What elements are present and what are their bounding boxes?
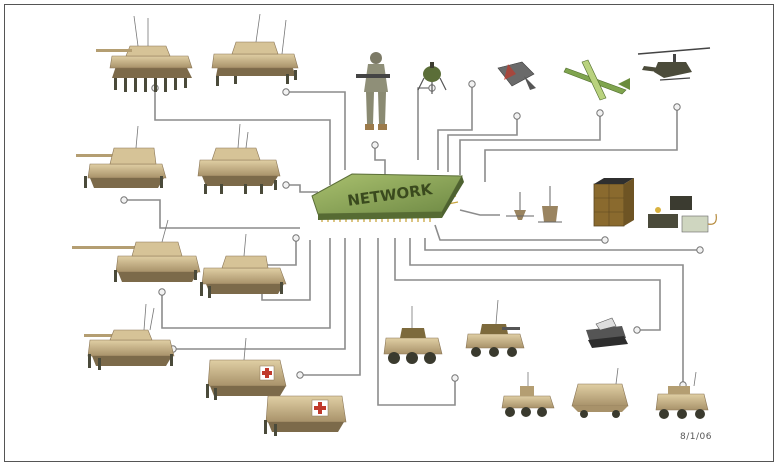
unattended-sensors-icon <box>506 186 562 223</box>
wire-uav <box>447 116 518 172</box>
armed-ugv-icon <box>383 306 443 364</box>
mortar-vehicle-icon <box>200 233 287 298</box>
wire-mortar <box>161 238 331 329</box>
wire-control <box>424 238 700 251</box>
wire-medical-2 <box>377 238 456 406</box>
date-code: 8/1/06 <box>680 432 712 442</box>
wire-recon <box>173 238 346 350</box>
wire-tank-1 <box>154 88 331 185</box>
mule-ugv-icon <box>571 367 629 418</box>
ground-sensor-icon <box>417 62 447 94</box>
wire-launch <box>434 224 605 241</box>
transport-ugv-icon <box>655 371 709 419</box>
helicopter-icon <box>637 47 711 81</box>
howitzer-icon <box>76 125 167 188</box>
wire-missile <box>437 84 473 170</box>
recon-vehicle-icon <box>84 303 175 370</box>
soldier-icon <box>356 52 390 130</box>
loitering-munition-icon <box>497 61 536 90</box>
wire-command <box>124 199 300 229</box>
command-vehicle-icon <box>197 123 281 194</box>
wire-sensor <box>417 87 432 160</box>
medical-vehicle-icon <box>264 395 347 436</box>
wire-medical-1 <box>300 238 361 376</box>
diagram-frame <box>4 4 774 462</box>
tank-icon <box>211 13 299 86</box>
wire-helicopter-b <box>484 107 678 182</box>
uav-icon <box>563 59 630 101</box>
tank-icon <box>96 15 193 92</box>
recon-ugv-icon <box>501 372 555 417</box>
wire-ugv-3 <box>409 238 684 385</box>
connector-wires <box>124 84 700 406</box>
medical-vehicle-icon <box>206 337 287 400</box>
armed-ugv-icon <box>465 299 525 357</box>
network-chip: NETWORK <box>311 173 464 222</box>
wire-soldier <box>374 145 386 178</box>
wire-helicopter <box>459 113 601 175</box>
small-robot-icon <box>586 317 628 348</box>
launch-system-icon <box>593 178 634 227</box>
wire-howitzer <box>286 184 318 193</box>
wire-tank-2 <box>286 91 346 170</box>
cannon-vehicle-icon <box>72 219 201 282</box>
wire-sensors <box>459 209 500 216</box>
wire-ugv-1 <box>394 238 661 331</box>
control-unit-icon <box>648 196 717 233</box>
